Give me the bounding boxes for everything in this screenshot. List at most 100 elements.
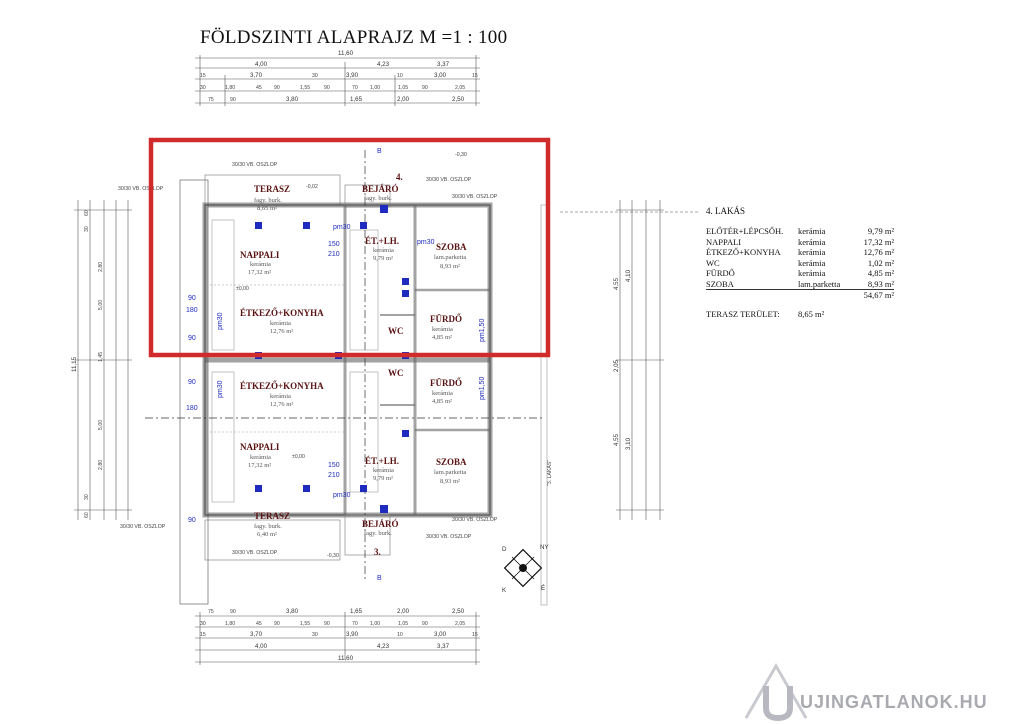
dim-b3-c: 45 (256, 621, 262, 627)
dim-r2-d: 3,90 (346, 72, 359, 79)
table-cell-floor: kerámia (798, 257, 826, 268)
blue-180-b: 180 (186, 405, 198, 412)
room-wc-bot: WC (388, 368, 404, 378)
room-terasz-bot: TERASZ (254, 511, 290, 521)
left-dimension-lines (74, 200, 132, 520)
oszlop-label-6: 30/30 VB. OSZLOP (452, 517, 498, 523)
level-zero-b: ±0,00 (292, 454, 305, 460)
dim-r3-f: 90 (324, 85, 330, 91)
dim-b2-d: 3,90 (346, 631, 359, 638)
dim-r2-b: 3,70 (250, 72, 263, 79)
room-etkezo-bot-area: 12,76 m² (270, 401, 293, 408)
room-szoba-bot-area: 8,93 m² (440, 478, 460, 485)
table-cell-area: 8,93 m² (867, 278, 894, 289)
table-cell-area: 1,02 m² (867, 257, 894, 268)
oszlop-label-3: 30/30 VB. OSZLOP (426, 177, 472, 183)
terrace-area-row: TERASZ TERÜLET: 8,65 m² (706, 309, 896, 319)
dim-r3-b: 1,80 (225, 85, 235, 91)
room-furdo-top-sub: kerámia (432, 326, 453, 333)
dim-left-a0: 60 (84, 210, 90, 216)
dim-b3-k: 2,05 (455, 621, 465, 627)
highlight-frame (148, 137, 551, 358)
room-nappali-bot-area: 17,32 m² (248, 462, 271, 469)
pm150-label-a: pm1,50 (479, 319, 486, 342)
dim-r3-g: 70 (352, 85, 358, 91)
dim-left-a8: 5,00 (98, 420, 104, 430)
lakas-table: 4. LAKÁS ELŐTÉR+LÉPCSŐH. kerámia 9,79 m²… (706, 206, 896, 319)
pm150-label-b: pm1,50 (479, 377, 486, 400)
dim-b4-a: 75 (208, 609, 214, 615)
dim-right-b1: 3,10 (625, 437, 632, 450)
dim-b3-i: 1,05 (398, 621, 408, 627)
dim-b3-b: 1,80 (225, 621, 235, 627)
dim-r4-c: 3,80 (286, 96, 299, 103)
table-cell-area: 12,76 m² (863, 247, 894, 257)
dim-b3-a: 30 (200, 621, 206, 627)
dim-r4-e: 2,00 (397, 96, 410, 103)
room-etkezo-top: ÉTKEZŐ+KONYHA (240, 308, 324, 318)
oszlop-label-2: 30/30 VB. OSZLOP (118, 186, 164, 192)
table-cell-room: NAPPALI (706, 236, 742, 247)
dim-b3-f: 90 (324, 621, 330, 627)
bottom-dimension-lines (195, 612, 480, 665)
dim-r4-f: 2,50 (452, 96, 465, 103)
level-minus-030-b: -0,30 (327, 553, 339, 559)
dim-right-a0: 4,55 (613, 277, 620, 290)
dim-left-total: 11,15 (71, 356, 78, 372)
blue-150-b: 150 (328, 462, 340, 469)
room-szoba-top-sub: lam.parketta (434, 254, 466, 261)
table-cell-room: SZOBA (706, 278, 734, 289)
level-minus-030-a: -0,30 (455, 152, 467, 158)
table-row: ELŐTÉR+LÉPCSŐH. kerámia 9,79 m² (706, 226, 896, 237)
table-cell-room: WC (706, 257, 720, 268)
oszlop-label-8: 30/30 VB. OSZLOP (426, 534, 472, 540)
room-terasz-bot-sub: fagy. burk. (254, 523, 282, 530)
building (145, 150, 548, 606)
room-bejaro-bot: BEJÁRÓ (362, 519, 399, 529)
dim-b3-h: 1,00 (370, 621, 380, 627)
room-furdo-bot-sub: kerámia (432, 390, 453, 397)
dim-r2-g: 15 (472, 73, 478, 79)
blue-90-b: 90 (188, 335, 196, 342)
room-et-top-area: 9,79 m² (373, 255, 393, 262)
table-cell-area: 4,85 m² (867, 268, 894, 278)
dim-right-a2: 4,55 (613, 433, 620, 446)
dim-left-a6: 1,45 (98, 352, 104, 362)
apartment-4-marker: 4. (396, 172, 403, 182)
table-cell-area: 17,32 m² (863, 236, 894, 247)
room-etkezo-top-sub: kerámia (270, 320, 291, 327)
room-et-bot: ÉT.+LH. (365, 456, 399, 466)
axis-b-top: B (377, 148, 382, 155)
table-cell-floor: kerámia (798, 268, 826, 278)
dim-left-a9: 2,80 (98, 460, 104, 470)
room-et-top-sub: kerámia (373, 247, 394, 254)
table-cell-room: ELŐTÉR+LÉPCSŐH. (706, 226, 784, 236)
blue-90-c: 90 (188, 379, 196, 386)
pm30-label-d: pm30 (333, 492, 351, 499)
dim-r3-h: 1,00 (370, 85, 380, 91)
room-terasz-top: TERASZ (254, 184, 290, 194)
dim-r4-a: 75 (208, 97, 214, 103)
dim-left-a12: 60 (84, 512, 90, 518)
terrace-area-label: TERASZ TERÜLET: (706, 309, 780, 319)
compass (503, 548, 543, 588)
page-title: FÖLDSZINTI ALAPRAJZ M =1 : 100 (200, 27, 508, 48)
level-zero-a: ±0,00 (236, 286, 249, 292)
dim-right-a1: 2,05 (613, 359, 620, 372)
dim-left-a2: 30 (84, 226, 90, 232)
dim-r2-e: 10 (397, 73, 403, 79)
pm30-label-a: pm30 (217, 312, 224, 330)
pm30-label-c: pm30 (333, 224, 351, 231)
dim-r3-a: 30 (200, 85, 206, 91)
room-bejaro-top-sub: fagy. burk. (364, 195, 392, 202)
blue-210-a: 210 (328, 251, 340, 258)
dim-b4-d: 1,65 (350, 608, 363, 615)
dim-r3-c: 45 (256, 85, 262, 91)
dim-b3-j: 90 (422, 621, 428, 627)
dim-b4-c: 3,80 (286, 608, 299, 615)
dim-b3-d: 90 (274, 621, 280, 627)
dim-r3-d: 90 (274, 85, 280, 91)
table-row: ÉTKEZŐ+KONYHA kerámia 12,76 m² (706, 247, 896, 258)
watermark-u-icon (763, 686, 793, 722)
